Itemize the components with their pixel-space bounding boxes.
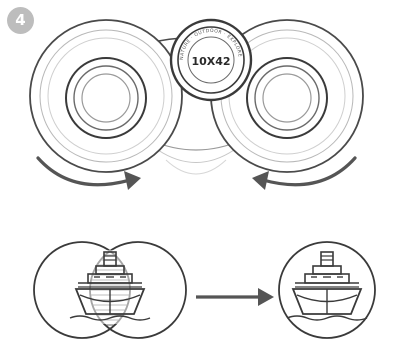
single-ship-view-icon bbox=[279, 242, 375, 338]
arrow-right-icon bbox=[196, 288, 274, 306]
left-eyepiece bbox=[30, 20, 182, 172]
binoculars: NATURE · OUTDOOR · EXPLORE · 10X42 bbox=[0, 0, 363, 174]
magnification-label: 10X42 bbox=[191, 55, 230, 68]
double-ship-view-icon bbox=[34, 242, 186, 338]
